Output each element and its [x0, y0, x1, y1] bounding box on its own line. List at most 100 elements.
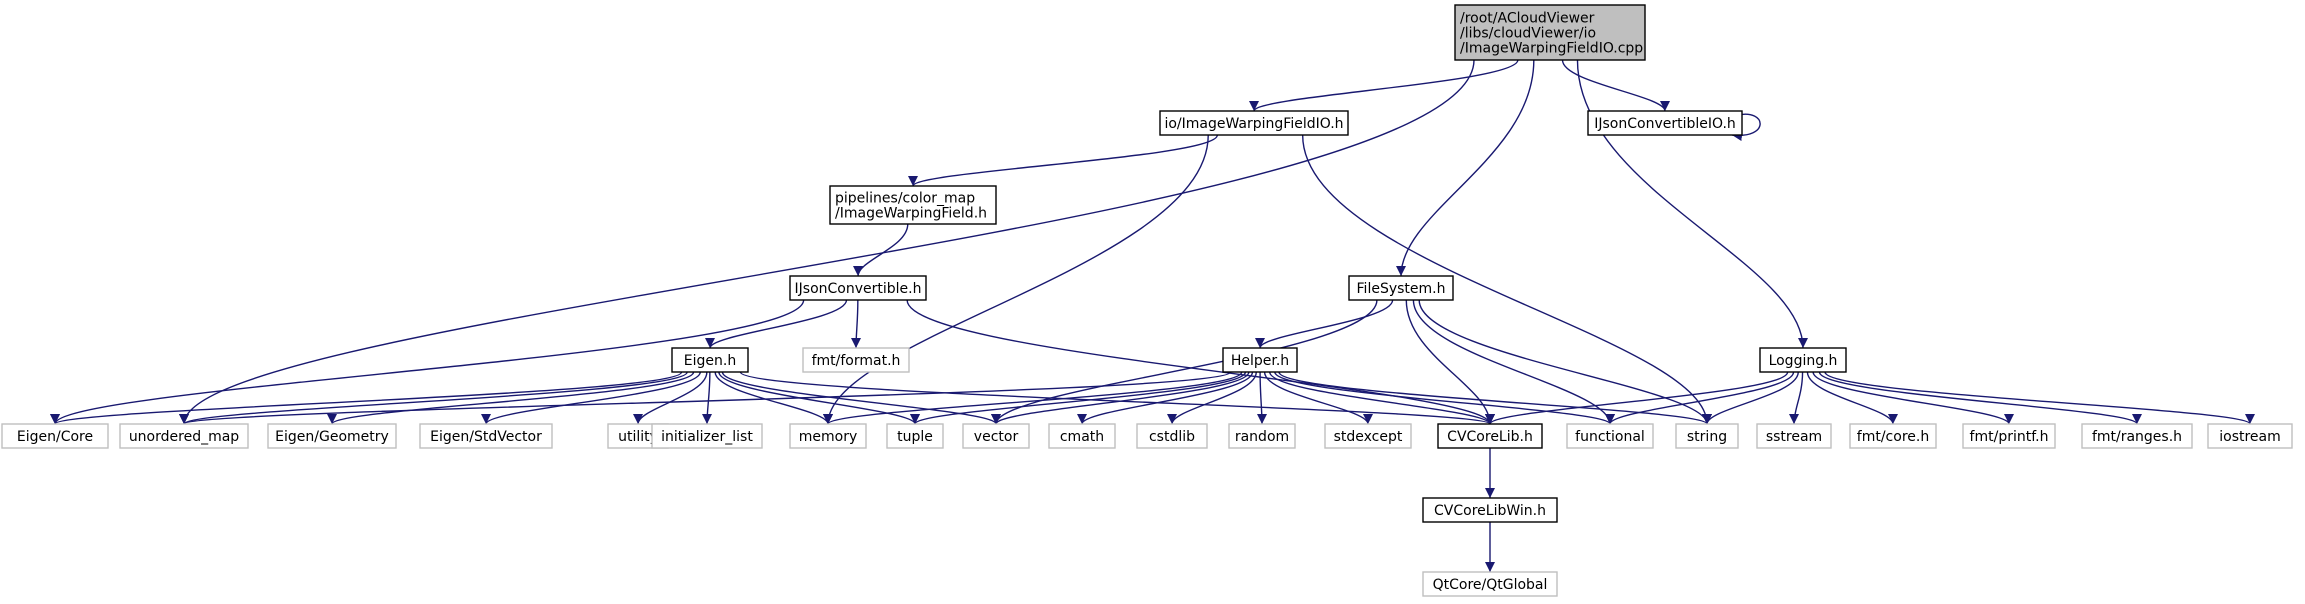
edge-line — [1263, 371, 1373, 425]
edge-fs-to-cvcore — [1405, 299, 1495, 425]
edge-iwfio-to-string — [1301, 134, 1712, 425]
node-helper[interactable]: Helper.h — [1222, 347, 1298, 373]
edge-line — [1301, 134, 1712, 425]
node-functional: functional — [1566, 423, 1654, 449]
edge-line — [851, 299, 862, 349]
node-ijcio[interactable]: IJsonConvertibleIO.h — [1587, 110, 1743, 136]
edge-iwfio-to-pipe — [908, 134, 1219, 187]
node-box — [1849, 423, 1937, 449]
node-label: Logging.h — [1769, 353, 1838, 369]
node-label: /root/ACloudViewer — [1460, 11, 1595, 27]
edge-fs-to-vector — [991, 299, 1378, 425]
edge-ijc-to-eigencore — [50, 299, 805, 425]
node-box — [419, 423, 553, 449]
edge-eigen-to-umap — [179, 371, 688, 425]
edge-root-to-ijcio — [1561, 59, 1670, 112]
node-label: /ImageWarpingFieldIO.cpp — [1460, 41, 1643, 57]
node-box — [2207, 423, 2293, 449]
edge-helper-to-functional — [1274, 371, 1615, 425]
edge-pipe-to-ijc — [853, 223, 909, 277]
node-box — [789, 275, 927, 301]
edge-helper-to-tuple — [910, 371, 1247, 425]
node-label: sstream — [1766, 429, 1822, 445]
node-label: unordered_map — [129, 429, 239, 445]
node-label: utility — [618, 429, 658, 445]
node-cmath: cmath — [1048, 423, 1116, 449]
edge-line — [991, 299, 1378, 425]
edge-layer — [50, 59, 2255, 572]
node-initlist: initializer_list — [651, 423, 763, 449]
node-egeom: Eigen/Geometry — [267, 423, 397, 449]
edge-line — [481, 371, 701, 425]
node-box — [1048, 423, 1116, 449]
node-box — [671, 347, 749, 373]
node-label: fmt/format.h — [812, 353, 901, 369]
edge-line — [721, 371, 1001, 425]
node-eigen[interactable]: Eigen.h — [671, 347, 749, 373]
node-label: Eigen/StdVector — [430, 429, 542, 445]
node-fmtranges: fmt/ranges.h — [2081, 423, 2193, 449]
node-box — [1324, 423, 1412, 449]
node-cstdlib: cstdlib — [1136, 423, 1208, 449]
node-box — [1454, 4, 1646, 61]
edge-logging-to-fmtcore — [1806, 371, 1898, 425]
node-iwfio[interactable]: io/ImageWarpingFieldIO.h — [1159, 110, 1349, 136]
edge-line — [1396, 59, 1535, 277]
node-string: string — [1675, 423, 1739, 449]
edge-line — [702, 371, 713, 425]
node-qtglobal: QtCore/QtGlobal — [1422, 571, 1558, 597]
edge-eigen-to-vector — [721, 371, 1001, 425]
node-pipe[interactable]: pipelines/color_map/ImageWarpingField.h — [829, 185, 997, 225]
edge-line — [1274, 371, 1615, 425]
edge-ijc-to-eigen — [705, 299, 848, 349]
edge-eigen-to-utility — [633, 371, 708, 425]
node-label: stdexcept — [1334, 429, 1403, 445]
edge-line — [718, 371, 920, 425]
node-label: /libs/cloudViewer/io — [1460, 26, 1596, 42]
edge-helper-to-cstdlib — [1167, 371, 1257, 425]
node-fs[interactable]: FileSystem.h — [1348, 275, 1454, 301]
edge-line — [823, 134, 1209, 425]
node-logging[interactable]: Logging.h — [1759, 347, 1847, 373]
edge-fs-to-helper — [1255, 299, 1394, 349]
edge-root-to-fs — [1396, 59, 1535, 277]
edge-line — [50, 371, 683, 425]
edge-line — [50, 299, 805, 425]
node-random: random — [1228, 423, 1296, 449]
edge-line — [1278, 371, 1712, 425]
node-label: io/ImageWarpingFieldIO.h — [1164, 116, 1343, 132]
edge-logging-to-iostream — [1824, 371, 2255, 425]
edge-line — [910, 371, 1247, 425]
node-sstream: sstream — [1756, 423, 1832, 449]
node-box — [267, 423, 397, 449]
node-box — [119, 423, 249, 449]
node-box — [1587, 110, 1743, 136]
node-cvcorewin[interactable]: CVCoreLibWin.h — [1422, 497, 1558, 523]
node-label: pipelines/color_map — [835, 191, 975, 207]
edge-line — [179, 371, 688, 425]
node-label: IJsonConvertibleIO.h — [1594, 116, 1736, 132]
node-box — [651, 423, 763, 449]
node-cvcore[interactable]: CVCoreLib.h — [1437, 423, 1543, 449]
edge-root-to-logging — [1576, 59, 1808, 349]
edge-logging-to-string — [1702, 371, 1799, 425]
node-box — [886, 423, 944, 449]
node-label: CVCoreLib.h — [1447, 429, 1533, 445]
edge-helper-to-stdexcept — [1263, 371, 1373, 425]
node-root[interactable]: /root/ACloudViewer/libs/cloudViewer/io/I… — [1454, 4, 1646, 61]
node-ijc[interactable]: IJsonConvertible.h — [789, 275, 927, 301]
node-box — [829, 185, 997, 225]
edge-line — [823, 371, 1243, 425]
edge-line — [1167, 371, 1257, 425]
node-label: random — [1235, 429, 1289, 445]
node-label: FileSystem.h — [1357, 281, 1446, 297]
edge-root-to-iwfio — [1249, 59, 1519, 112]
edge-eigen-to-cvcore — [739, 371, 1495, 425]
edge-line — [1818, 371, 2142, 425]
node-fmtcore: fmt/core.h — [1849, 423, 1937, 449]
node-label: cstdlib — [1149, 429, 1195, 445]
node-label: IJsonConvertible.h — [795, 281, 922, 297]
node-label: string — [1687, 429, 1727, 445]
edge-logging-to-cvcore — [1485, 371, 1789, 425]
